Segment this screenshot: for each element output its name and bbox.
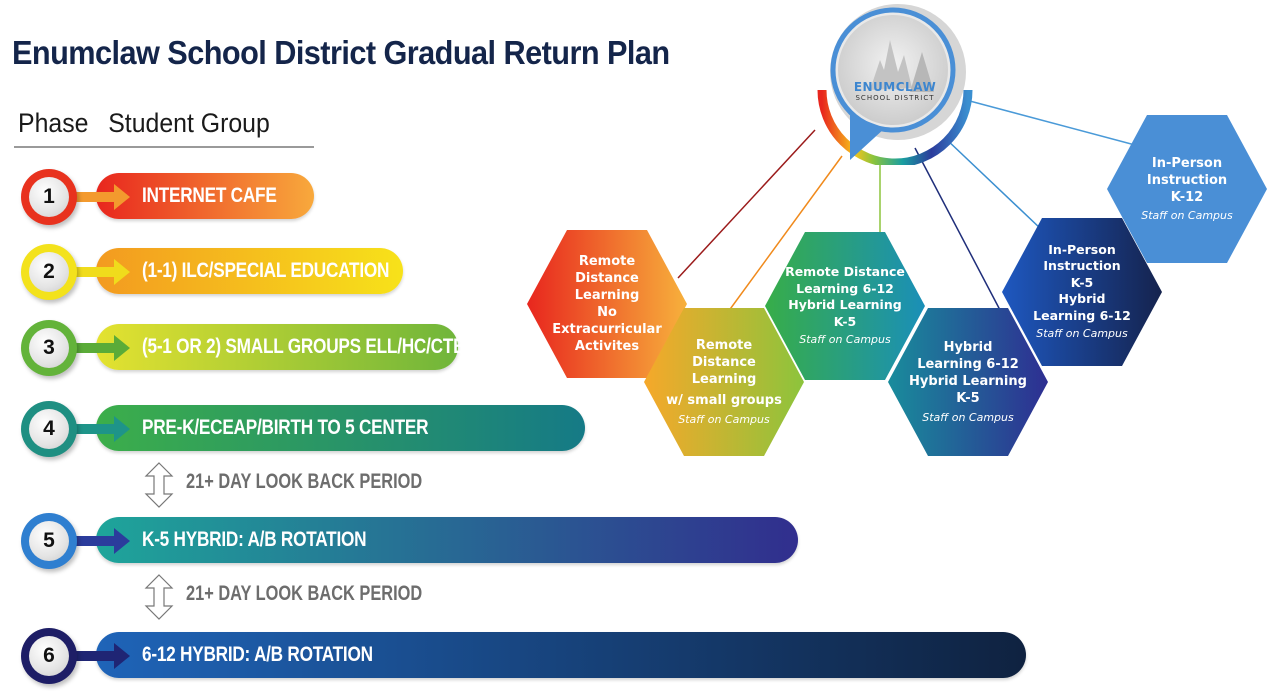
- logo-subtitle: SCHOOL DISTRICT: [855, 94, 935, 102]
- phase-connector: [72, 267, 118, 277]
- phase-number: 3: [29, 328, 69, 368]
- phase-number-badge: 5: [21, 513, 77, 569]
- lookback-label: 21+ DAY LOOK BACK PERIOD: [186, 582, 423, 605]
- double-arrow-icon: [144, 462, 174, 508]
- phase-number-badge: 3: [21, 320, 77, 376]
- stage-text-line: Distance Learning: [574, 270, 640, 303]
- stage-text-line: No Extracurricular: [552, 305, 662, 338]
- stage-text-line: K-5: [1070, 274, 1094, 290]
- student-group-label: (5-1 OR 2) SMALL GROUPS ELL/HC/CTE: [142, 335, 465, 358]
- lookback-label: 21+ DAY LOOK BACK PERIOD: [186, 470, 423, 493]
- phase-number: 4: [29, 409, 69, 449]
- staff-on-campus-note: Staff on Campus: [678, 412, 770, 426]
- arrow-right-icon: [114, 259, 130, 285]
- stage-text-line: Hybrid: [1058, 291, 1106, 307]
- phase-column-header: Phase: [18, 108, 89, 138]
- stage-text-line: Instruction: [1146, 172, 1228, 188]
- stage-text-line: Distance Learning: [691, 355, 757, 388]
- phase-number: 1: [29, 177, 69, 217]
- stage-text-line: K-5: [833, 313, 857, 329]
- stage-text-line: Hybrid Learning: [788, 297, 902, 313]
- arrow-right-icon: [114, 416, 130, 442]
- student-group-label: 6-12 HYBRID: A/B ROTATION: [142, 643, 373, 666]
- phase-number-badge: 2: [21, 244, 77, 300]
- stage-text-line: Learning 6-12: [1033, 307, 1131, 323]
- stage-text-line: In-Person: [1048, 241, 1116, 257]
- district-logo: ENUMCLAW SCHOOL DISTRICT: [810, 0, 980, 168]
- arrow-right-icon: [114, 643, 130, 669]
- stage-text-line: K-12: [1170, 189, 1204, 205]
- staff-on-campus-note: Staff on Campus: [799, 333, 891, 347]
- phase-number: 2: [29, 252, 69, 292]
- arrow-right-icon: [114, 528, 130, 554]
- phase-bar: [96, 173, 314, 219]
- staff-on-campus-note: Staff on Campus: [922, 410, 1014, 424]
- stage-text-line: K-5: [956, 391, 980, 407]
- stage-text-line: Remote: [578, 253, 636, 269]
- stage-text-line: Learning 6-12: [796, 280, 894, 296]
- phase-bar: [96, 632, 1026, 678]
- phase-number: 5: [29, 521, 69, 561]
- phase-bar: [96, 248, 403, 294]
- phase-bar: [96, 324, 458, 370]
- column-headers: Phase Student Group: [18, 108, 283, 139]
- phase-connector: [72, 424, 118, 434]
- phase-connector: [72, 192, 118, 202]
- stage-subtext: w/ small groups: [666, 393, 782, 409]
- phase-connector: [72, 651, 118, 661]
- stage-text-line: Remote: [695, 337, 753, 353]
- student-group-label: (1-1) ILC/SPECIAL EDUCATION: [142, 259, 390, 282]
- phase-bar: [96, 405, 585, 451]
- phase-number: 6: [29, 636, 69, 676]
- arrow-right-icon: [114, 184, 130, 210]
- logo-badge-icon: [817, 4, 973, 168]
- student-group-column-header: Student Group: [108, 108, 270, 138]
- phase-bar: [96, 517, 798, 563]
- phase-number-badge: 6: [21, 628, 77, 684]
- phase-number-badge: 1: [21, 169, 77, 225]
- header-divider: [14, 146, 314, 148]
- stage-text-line: In-Person: [1151, 155, 1223, 171]
- student-group-label: INTERNET CAFE: [142, 184, 277, 207]
- phase-connector: [72, 343, 118, 353]
- stage-text-line: Instruction: [1043, 258, 1121, 274]
- staff-on-campus-note: Staff on Campus: [1141, 208, 1233, 222]
- arrow-right-icon: [114, 335, 130, 361]
- phase-number-badge: 4: [21, 401, 77, 457]
- stage-text-line: Hybrid: [943, 339, 993, 355]
- stage-text-line: Activites: [574, 339, 640, 355]
- staff-on-campus-note: Staff on Campus: [1036, 327, 1128, 341]
- stage-text-line: Hybrid Learning: [909, 374, 1027, 390]
- stage-text-line: Remote Distance: [785, 264, 905, 280]
- student-group-label: K-5 HYBRID: A/B ROTATION: [142, 528, 367, 551]
- page-title: Enumclaw School District Gradual Return …: [12, 34, 670, 71]
- stage-text-line: Learning 6-12: [917, 357, 1019, 373]
- double-arrow-icon: [144, 574, 174, 620]
- phase-connector: [72, 536, 118, 546]
- student-group-label: PRE-K/ECEAP/BIRTH TO 5 CENTER: [142, 416, 429, 439]
